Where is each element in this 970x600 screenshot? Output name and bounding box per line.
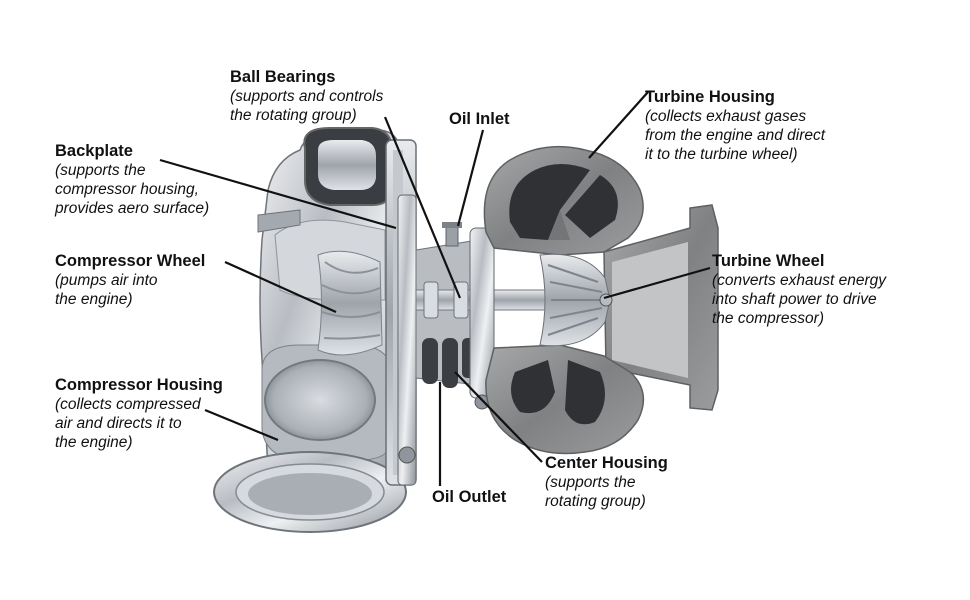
label-title: Compressor Housing: [55, 376, 223, 394]
label-description: (supports the rotating group): [545, 474, 646, 510]
label-oil-outlet: Oil Outlet: [432, 488, 506, 507]
label-turbine-housing: Turbine Housing (collects exhaust gases …: [645, 88, 825, 164]
label-title: Ball Bearings: [230, 68, 336, 86]
leader-turbine-wheel: [603, 266, 711, 300]
leader-compressor-wheel: [224, 260, 337, 314]
label-title: Turbine Housing: [645, 88, 775, 106]
leader-ball-bearings: [383, 116, 462, 299]
label-description: (converts exhaust energy into shaft powe…: [712, 272, 887, 327]
label-turbine-wheel: Turbine Wheel (converts exhaust energy i…: [712, 252, 886, 328]
label-description: (collects exhaust gases from the engine …: [645, 108, 826, 163]
label-title: Oil Outlet: [432, 488, 507, 506]
label-backplate: Backplate (supports the compressor housi…: [55, 142, 209, 218]
label-oil-inlet: Oil Inlet: [449, 110, 510, 129]
leader-center-housing: [454, 371, 543, 463]
leader-oil-inlet: [456, 129, 485, 227]
leader-backplate: [159, 158, 397, 230]
turbine-housing-shape: [483, 145, 719, 455]
label-title: Compressor Wheel: [55, 252, 206, 270]
compressor-wheel-shape: [317, 250, 383, 356]
label-description: (pumps air into the engine): [55, 272, 158, 308]
label-description: (collects compressed air and directs it …: [55, 396, 201, 451]
leader-turbine-housing: [588, 91, 649, 159]
label-description: (supports and controls the rotating grou…: [230, 88, 384, 124]
label-compressor-wheel: Compressor Wheel (pumps air into the eng…: [55, 252, 205, 309]
leader-compressor-housing: [204, 408, 279, 442]
label-description: (supports the compressor housing, provid…: [55, 162, 210, 217]
label-center-housing: Center Housing (supports the rotating gr…: [545, 454, 668, 511]
compressor-housing-shape: [213, 127, 407, 533]
label-ball-bearings: Ball Bearings (supports and controls the…: [230, 68, 383, 125]
leader-lines: [159, 91, 711, 486]
label-compressor-housing: Compressor Housing (collects compressed …: [55, 376, 223, 452]
turbine-wheel-shape: [539, 253, 613, 347]
label-title: Oil Inlet: [449, 110, 510, 128]
backplate-shape: [385, 139, 417, 486]
compressor-outlet-flange: [213, 451, 407, 533]
label-title: Backplate: [55, 142, 133, 160]
label-title: Turbine Wheel: [712, 252, 825, 270]
label-title: Center Housing: [545, 454, 668, 472]
center-housing-shape: [415, 222, 567, 410]
